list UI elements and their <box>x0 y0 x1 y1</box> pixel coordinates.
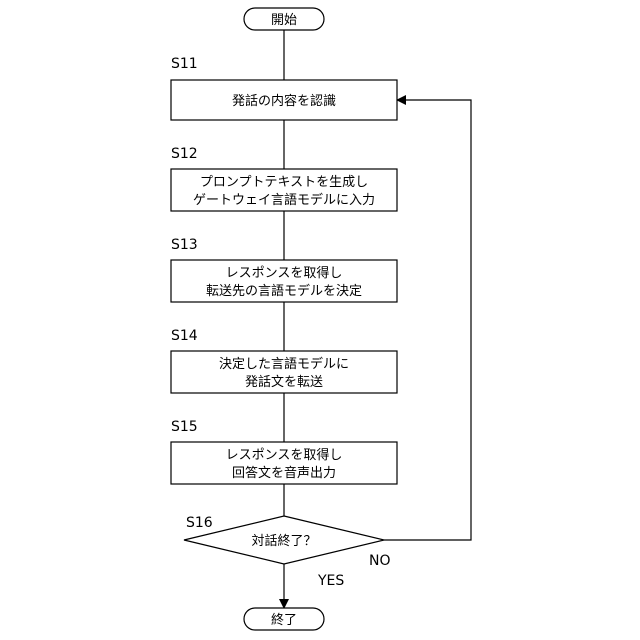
start-terminal-label: 開始 <box>271 13 297 28</box>
step-label-s14: S14 <box>171 328 198 344</box>
process-text-s15-line1: レスポンスを取得し <box>226 447 343 463</box>
process-text-s14-line2: 発話文を転送 <box>245 374 323 390</box>
process-text-s12-line2: ゲートウェイ言語モデルに入力 <box>193 192 375 208</box>
yes-branch-label: YES <box>317 573 344 589</box>
process-text-s14-line1: 決定した言語モデルに <box>219 356 349 372</box>
step-label-s11: S11 <box>171 56 198 72</box>
process-text-s13-line1: レスポンスを取得し <box>226 265 343 281</box>
step-label-s16: S16 <box>186 515 213 531</box>
process-text-s15-line2: 回答文を音声出力 <box>232 465 336 481</box>
step-label-s15: S15 <box>171 419 198 435</box>
step-label-s12: S12 <box>171 146 198 162</box>
decision-text-s16: 対話終了？ <box>251 533 316 549</box>
process-text-s11-line1: 発話の内容を認識 <box>232 93 336 109</box>
no-branch-label: NO <box>369 553 391 569</box>
process-text-s12-line1: プロンプトテキストを生成し <box>200 175 368 190</box>
process-text-s13-line2: 転送先の言語モデルを決定 <box>206 283 362 299</box>
end-terminal-label: 終了 <box>271 612 297 628</box>
step-label-s13: S13 <box>171 237 198 253</box>
